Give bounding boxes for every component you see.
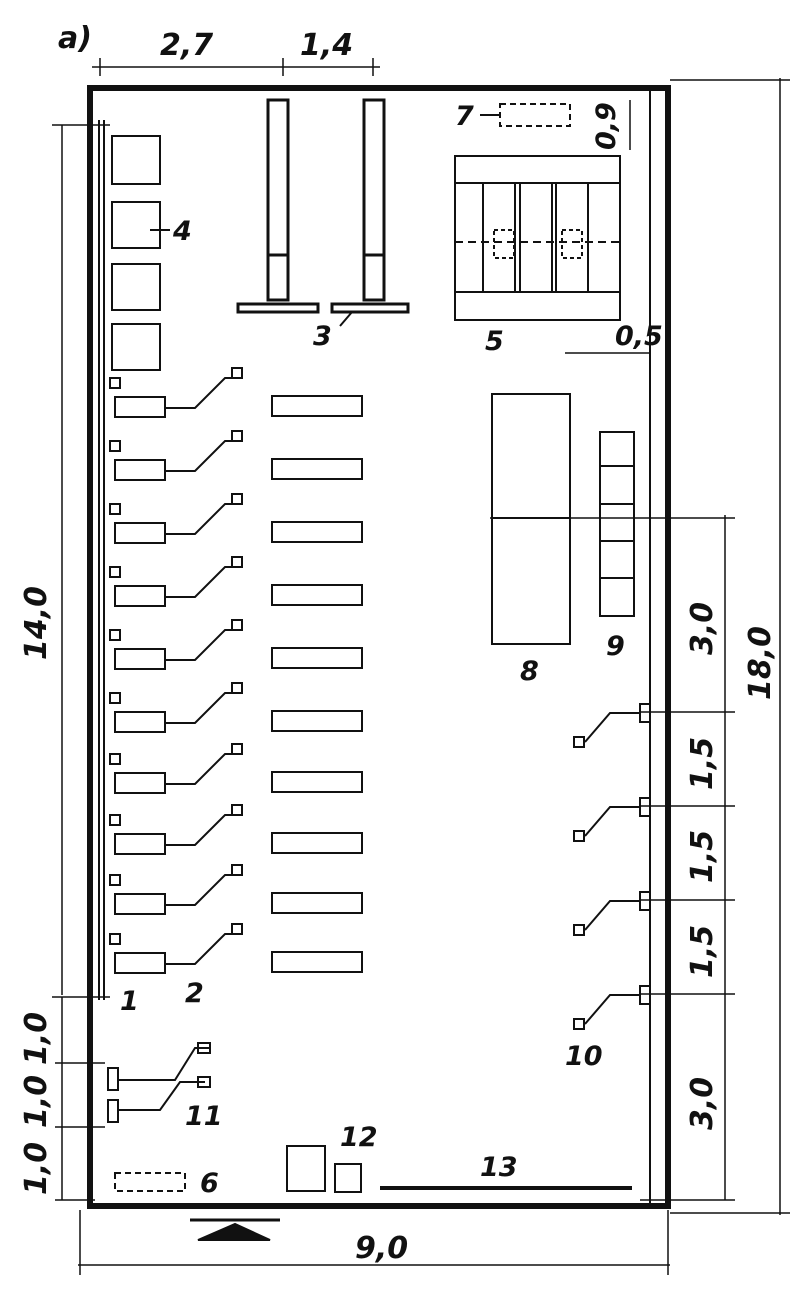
shelving (454, 155, 621, 321)
dim-right-5: 3,0 (685, 1077, 720, 1130)
dim-corner-top: 0,9 (591, 102, 622, 150)
callout-4: 4 (172, 216, 192, 247)
dimension-lines (52, 58, 790, 1275)
dim-total-width: 9,0 (355, 1231, 408, 1266)
callout-5: 5 (485, 326, 504, 357)
dim-total-height: 18,0 (743, 626, 778, 700)
outlets-11 (107, 1042, 211, 1123)
storage-9 (599, 431, 635, 617)
dashed-unit-6 (114, 1172, 186, 1192)
cabinets (111, 135, 170, 371)
callout-7: 7 (455, 101, 474, 132)
outer-wall (87, 85, 671, 1209)
callout-2: 2 (185, 978, 204, 1009)
callout-1: 1 (120, 986, 139, 1017)
boxes-12 (286, 1145, 362, 1193)
table-8 (491, 393, 571, 645)
dashed-unit-7 (499, 103, 571, 127)
entrance-marker (197, 1222, 271, 1241)
racks (236, 98, 410, 327)
dim-top-right: 1,4 (300, 28, 353, 63)
workstations (109, 367, 363, 974)
dim-left-lower-1: 1,0 (19, 1012, 54, 1065)
dim-top-left: 2,7 (160, 28, 213, 63)
callout-12: 12 (340, 1122, 378, 1153)
callout-11: 11 (185, 1101, 223, 1132)
dim-right-4: 1,5 (685, 925, 720, 978)
callout-13: 13 (480, 1152, 518, 1183)
dim-left-lower-2: 1,0 (19, 1075, 54, 1128)
callout-10: 10 (565, 1041, 603, 1072)
dim-left-height: 14,0 (19, 586, 54, 660)
dim-left-lower-3: 1,0 (19, 1142, 54, 1195)
callout-8: 8 (520, 656, 539, 687)
sockets-10 (573, 703, 651, 1030)
callout-6: 6 (200, 1168, 219, 1199)
callout-9: 9 (606, 631, 625, 662)
callout-3: 3 (313, 321, 332, 352)
dim-corner-right: 0,5 (615, 321, 663, 352)
dim-right-3: 1,5 (685, 830, 720, 883)
dim-right-1: 3,0 (685, 602, 720, 655)
dim-right-2: 1,5 (685, 737, 720, 790)
figure-label: a) (58, 21, 92, 56)
